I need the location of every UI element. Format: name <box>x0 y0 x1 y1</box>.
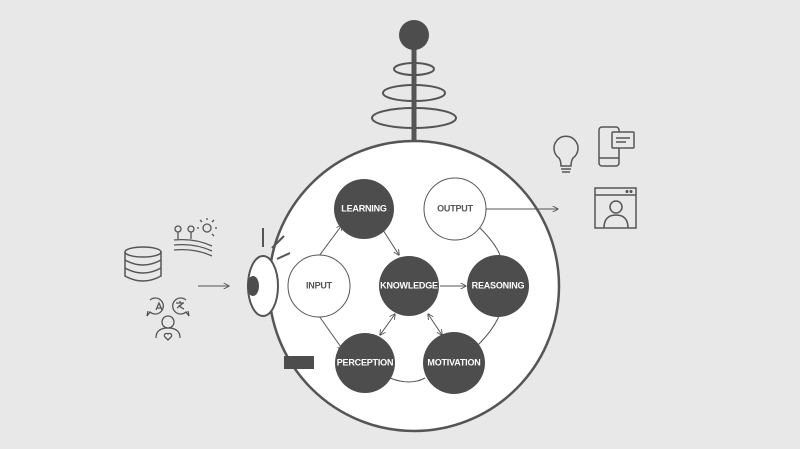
node-input: INPUT <box>287 254 351 318</box>
node-learning: LEARNING <box>334 179 394 239</box>
node-learning-label: LEARNING <box>341 203 387 213</box>
node-perception-label: PERCEPTION <box>337 357 394 367</box>
node-input-label: INPUT <box>306 280 333 290</box>
antenna-ball <box>399 20 429 50</box>
language-person-icon <box>146 297 190 341</box>
robot-eye <box>247 228 291 317</box>
node-output: OUTPUT <box>423 177 487 241</box>
node-reasoning-label: REASONING <box>472 280 525 290</box>
antenna <box>371 20 457 148</box>
sensor-weather-icon <box>173 218 217 257</box>
node-motivation: MOTIVATION <box>423 332 485 394</box>
database-icon <box>124 246 162 282</box>
node-reasoning: REASONING <box>467 255 529 317</box>
chat-phone-icon <box>598 126 635 167</box>
node-motivation-label: MOTIVATION <box>427 357 480 367</box>
node-perception: PERCEPTION <box>335 333 395 393</box>
user-window-icon <box>594 187 637 229</box>
lightbulb-icon <box>553 135 579 173</box>
connections <box>198 209 558 383</box>
robot-mouth <box>284 356 314 369</box>
node-output-label: OUTPUT <box>437 203 474 213</box>
node-knowledge-label: KNOWLEDGE <box>380 280 438 290</box>
node-knowledge: KNOWLEDGE <box>379 256 439 316</box>
